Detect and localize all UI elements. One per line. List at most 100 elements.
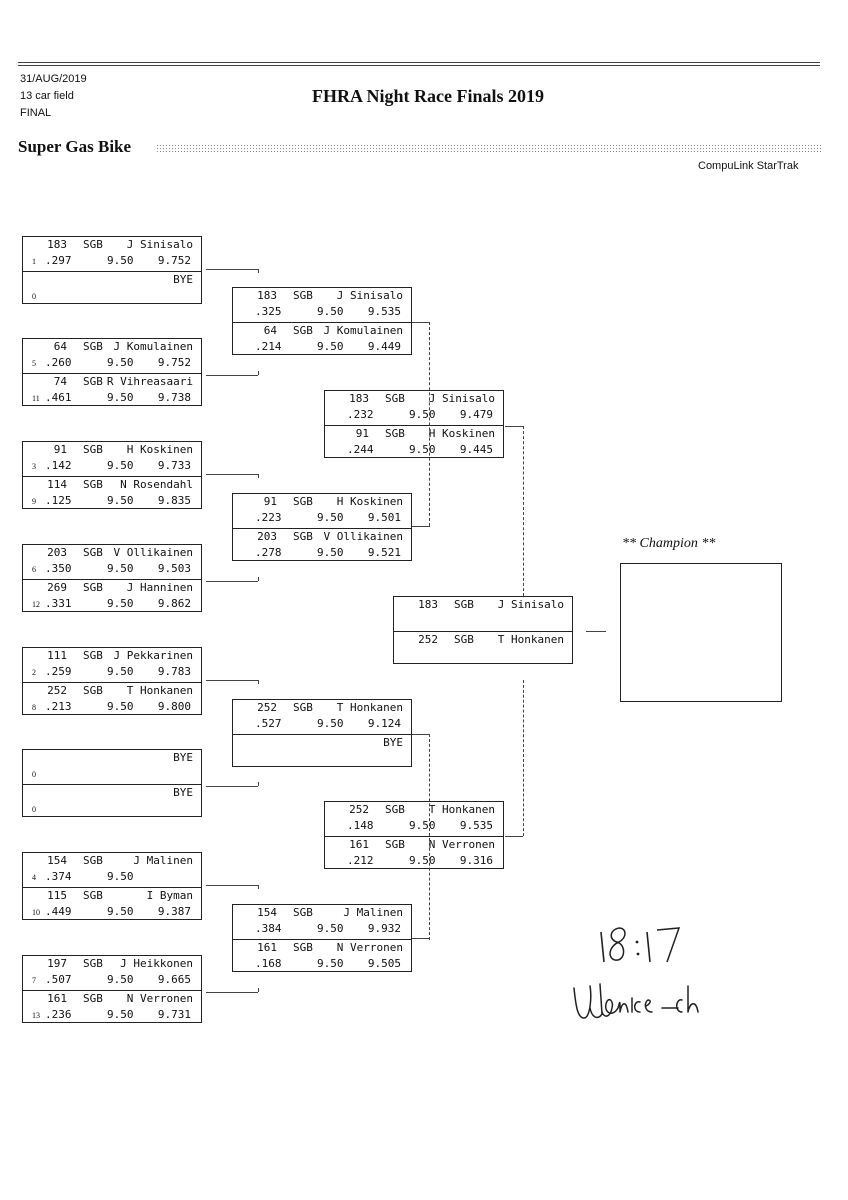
- elapsed-time: 9.835: [157, 494, 191, 507]
- class-code: SGB: [83, 546, 103, 559]
- dial-in: 9.50: [317, 922, 344, 935]
- car-number: 91: [53, 443, 67, 456]
- class-code: SGB: [293, 701, 313, 714]
- connector-line: [206, 474, 258, 475]
- reaction-time: .278: [255, 546, 282, 559]
- dial-in: 9.50: [317, 546, 344, 559]
- racer-name: J Komulainen: [323, 324, 403, 337]
- reaction-time: .142: [45, 459, 72, 472]
- racer-name: BYE: [173, 273, 193, 286]
- class-code: SGB: [293, 530, 313, 543]
- class-code: SGB: [83, 649, 103, 662]
- racer-name: J Pekkarinen: [113, 649, 193, 662]
- seed-number: 0: [32, 292, 36, 301]
- racer-name: T Honkanen: [336, 701, 403, 714]
- reaction-time: .232: [347, 408, 374, 421]
- car-number: 111: [47, 649, 67, 662]
- car-number: 252: [47, 684, 67, 697]
- class-code: SGB: [83, 340, 103, 353]
- seed-number: 9: [32, 497, 36, 506]
- seed-number: 7: [32, 976, 36, 985]
- elapsed-time: 9.752: [157, 356, 191, 369]
- car-number: 91: [263, 495, 277, 508]
- class-code: SGB: [293, 495, 313, 508]
- class-code: SGB: [293, 941, 313, 954]
- car-number: 203: [47, 546, 67, 559]
- connector-line: [206, 992, 258, 993]
- dial-in: 9.50: [107, 562, 134, 575]
- connector-line: [412, 734, 430, 735]
- elapsed-time: 9.800: [157, 700, 191, 713]
- connector-tick: [258, 371, 259, 375]
- reaction-time: .213: [45, 700, 72, 713]
- class-code: SGB: [83, 238, 103, 251]
- class-code: SGB: [293, 324, 313, 337]
- elapsed-time: 9.505: [367, 957, 401, 970]
- car-number: 183: [349, 392, 369, 405]
- elapsed-time: 9.752: [157, 254, 191, 267]
- dial-in: 9.50: [317, 340, 344, 353]
- dial-in: 9.50: [107, 391, 134, 404]
- brand-label: CompuLink StarTrak: [698, 160, 799, 172]
- reaction-time: .449: [45, 905, 72, 918]
- connector-line: [206, 269, 258, 270]
- reaction-time: .244: [347, 443, 374, 456]
- dial-in: 9.50: [107, 356, 134, 369]
- dial-in: 9.50: [107, 459, 134, 472]
- class-code: SGB: [385, 392, 405, 405]
- connector-line: [206, 786, 258, 787]
- elapsed-time: 9.316: [459, 854, 493, 867]
- elapsed-time: 9.124: [367, 717, 401, 730]
- elapsed-time: 9.738: [157, 391, 191, 404]
- seed-number: 13: [32, 1011, 40, 1020]
- elapsed-time: 9.535: [367, 305, 401, 318]
- class-code: SGB: [83, 684, 103, 697]
- racer-name: J Sinisalo: [497, 598, 564, 611]
- elapsed-time: 9.665: [157, 973, 191, 986]
- car-number: 252: [418, 633, 438, 646]
- race-date: 31/AUG/2019: [20, 73, 87, 85]
- dial-in: 9.50: [409, 854, 436, 867]
- car-number: 154: [47, 854, 67, 867]
- reaction-time: .125: [45, 494, 72, 507]
- car-number: 183: [418, 598, 438, 611]
- racer-name: I Byman: [146, 889, 193, 902]
- car-number: 197: [47, 957, 67, 970]
- elapsed-time: 9.535: [459, 819, 493, 832]
- handwritten-time: [595, 918, 685, 972]
- car-number: 64: [263, 324, 277, 337]
- seed-number: 11: [32, 394, 40, 403]
- racer-name: V Ollikainen: [323, 530, 403, 543]
- class-code: SGB: [83, 375, 103, 388]
- reaction-time: .374: [45, 870, 72, 883]
- reaction-time: .212: [347, 854, 374, 867]
- field-size: 13 car field: [20, 90, 74, 102]
- dial-in: 9.50: [317, 305, 344, 318]
- reaction-time: .223: [255, 511, 282, 524]
- class-code: SGB: [83, 854, 103, 867]
- class-code: SGB: [83, 478, 103, 491]
- dial-in: 9.50: [409, 443, 436, 456]
- elapsed-time: 9.521: [367, 546, 401, 559]
- racer-name: BYE: [173, 786, 193, 799]
- connector-line: [412, 938, 430, 939]
- seed-number: 1: [32, 257, 36, 266]
- racer-name: N Rosendahl: [120, 478, 193, 491]
- seed-number: 3: [32, 462, 36, 471]
